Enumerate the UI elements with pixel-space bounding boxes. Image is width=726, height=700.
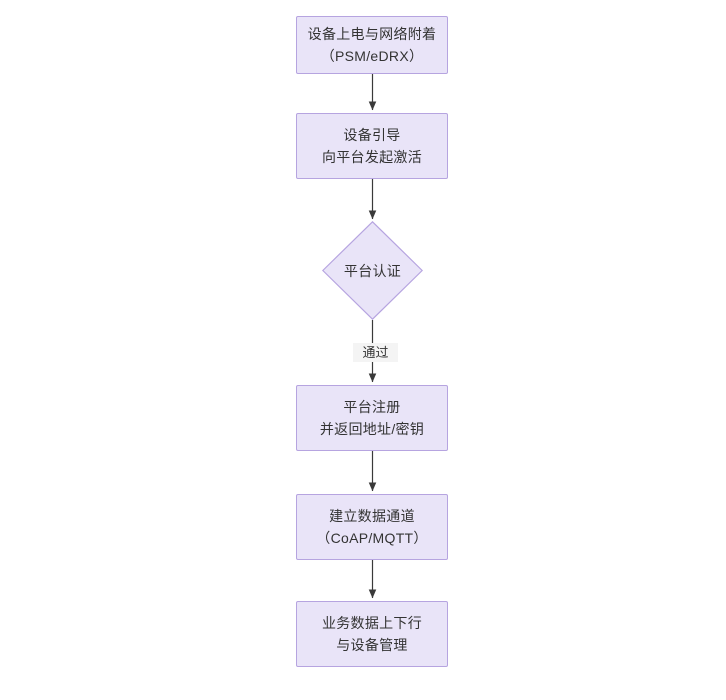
flow-node-platform-register[interactable]: 平台注册 并返回地址/密钥 [296,385,448,451]
diamond-shape [322,221,423,320]
flow-node-business-data[interactable]: 业务数据上下行 与设备管理 [296,601,448,667]
flow-node-platform-auth[interactable]: 平台认证 [322,221,423,320]
flow-node-power-on-label: 设备上电与网络附着 （PSM/eDRX） [307,26,437,64]
flow-node-platform-auth-label: 平台认证 [343,262,402,279]
flow-node-business-data-label: 业务数据上下行 与设备管理 [321,615,423,653]
flow-node-device-bootstrap[interactable]: 设备引导 向平台发起激活 [296,113,448,179]
edge-label-pass: 通过 [353,343,398,362]
flow-node-power-on[interactable]: 设备上电与网络附着 （PSM/eDRX） [296,16,448,74]
flow-node-platform-register-label: 平台注册 并返回地址/密钥 [319,399,425,437]
flow-node-data-channel[interactable]: 建立数据通道 （CoAP/MQTT） [296,494,448,560]
flow-node-data-channel-label: 建立数据通道 （CoAP/MQTT） [316,508,428,546]
flow-node-device-bootstrap-label: 设备引导 向平台发起激活 [321,127,423,165]
